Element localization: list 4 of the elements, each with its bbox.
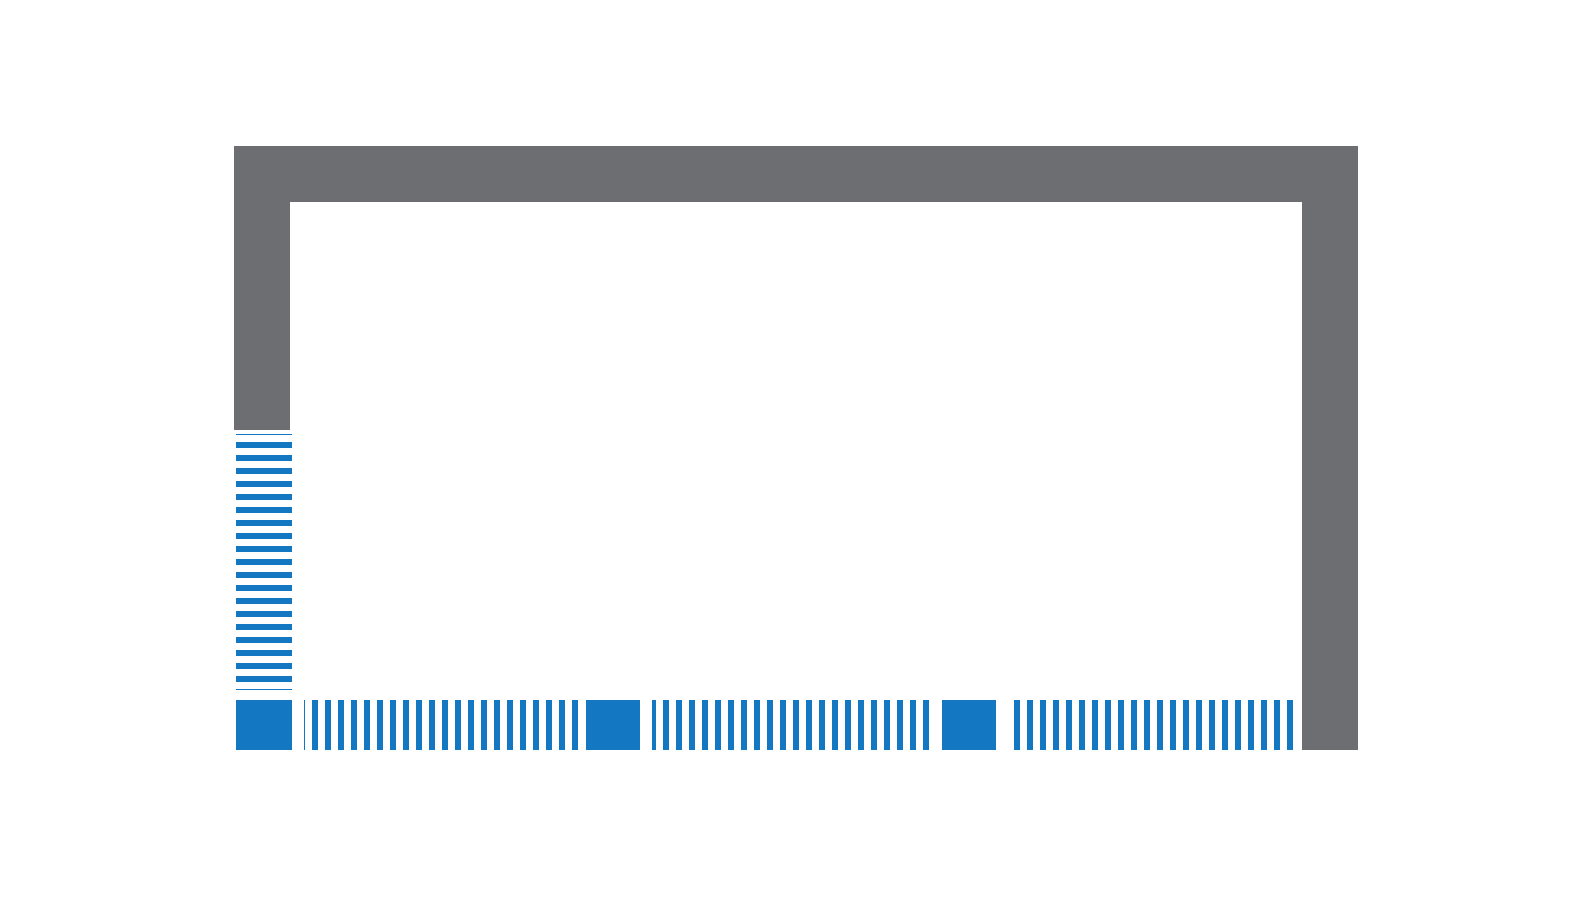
wall-drawing xyxy=(234,146,1358,750)
square-block xyxy=(942,700,996,750)
square-block xyxy=(236,700,292,750)
square-block xyxy=(586,700,640,750)
